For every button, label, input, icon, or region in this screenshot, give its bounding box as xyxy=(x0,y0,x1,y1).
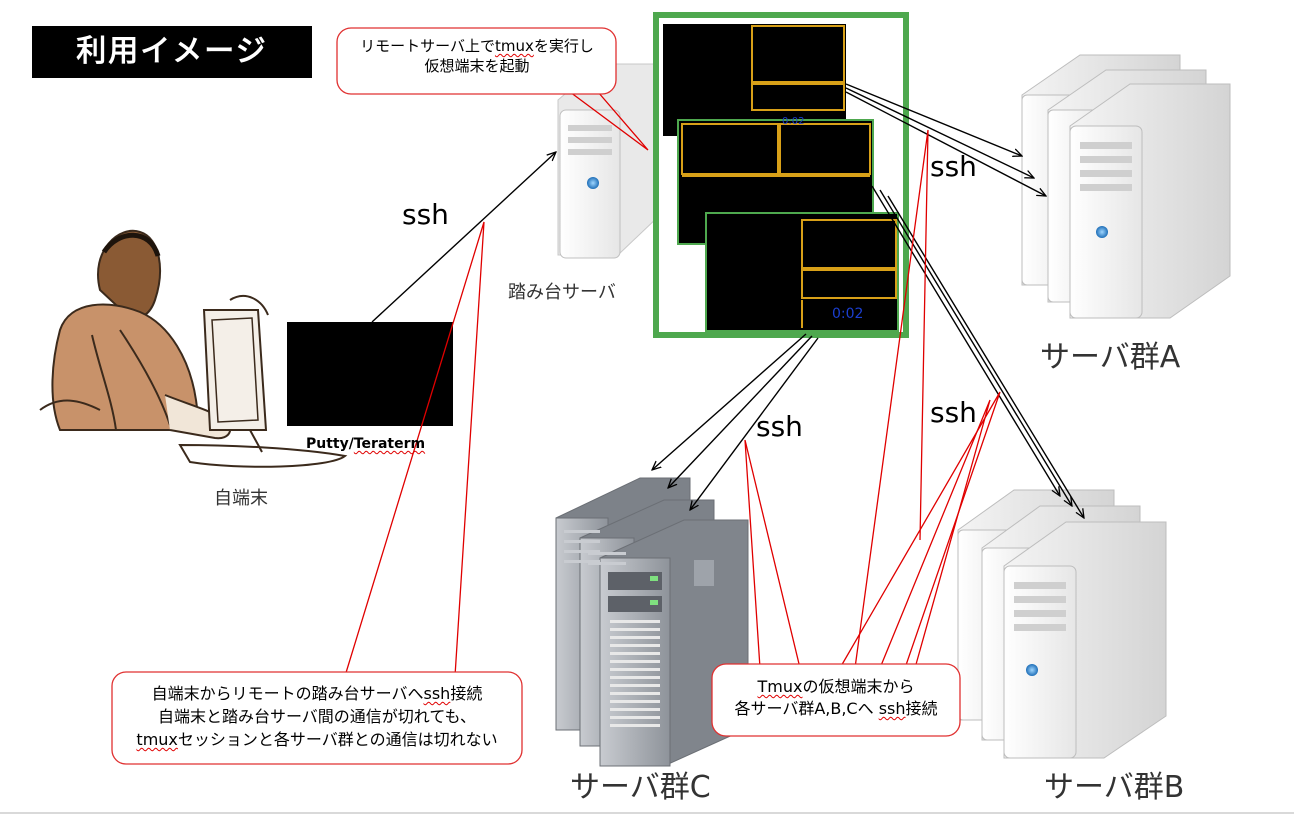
own-terminal-label: 自端末 xyxy=(214,488,268,509)
page-title: 利用イメージ xyxy=(32,26,312,78)
callout-top: リモートサーバ上でtmuxを実行し 仮想端末を起動 xyxy=(360,37,594,75)
callout-connectors xyxy=(344,91,1001,677)
callout-bottom-left: 自端末からリモートの踏み台サーバへssh接続 自端末と踏み台サーバ間の通信が切れ… xyxy=(136,684,498,749)
server-group-a-label: サーバ群A xyxy=(1040,340,1181,375)
callout-top-box xyxy=(336,27,617,95)
jump-server-label: 踏み台サーバ xyxy=(508,282,616,303)
jump-server-icon xyxy=(557,63,661,259)
callout-bottom-left-box xyxy=(111,671,523,765)
callout-bottom-right-box xyxy=(711,663,961,737)
tmux-clock-2: 0:02 xyxy=(832,306,864,322)
ssh-label-top-right: ssh xyxy=(930,150,977,183)
putty-label: Putty/Teraterm xyxy=(306,436,426,452)
ssh-label-bottom-mid: ssh xyxy=(756,410,803,443)
server-group-a-icon xyxy=(1021,54,1231,319)
tmux-session-frame xyxy=(653,12,909,338)
person-at-terminal-icon xyxy=(39,229,348,468)
bottom-divider xyxy=(0,812,1294,814)
callout-bottom-right: Tmuxの仮想端末から 各サーバ群A,B,Cへ ssh接続 xyxy=(734,677,938,718)
putty-terminal-screen xyxy=(287,322,453,426)
server-group-b-label: サーバ群B xyxy=(1044,770,1185,805)
ssh-arrows xyxy=(371,83,1084,518)
server-group-b-icon xyxy=(957,489,1167,759)
ssh-label-bottom-right: ssh xyxy=(930,396,977,429)
ssh-label-left: ssh xyxy=(402,198,449,231)
server-group-c-icon xyxy=(555,477,749,767)
tmux-clock-1: 0:02 xyxy=(782,116,805,127)
server-group-c-label: サーバ群C xyxy=(570,770,711,805)
